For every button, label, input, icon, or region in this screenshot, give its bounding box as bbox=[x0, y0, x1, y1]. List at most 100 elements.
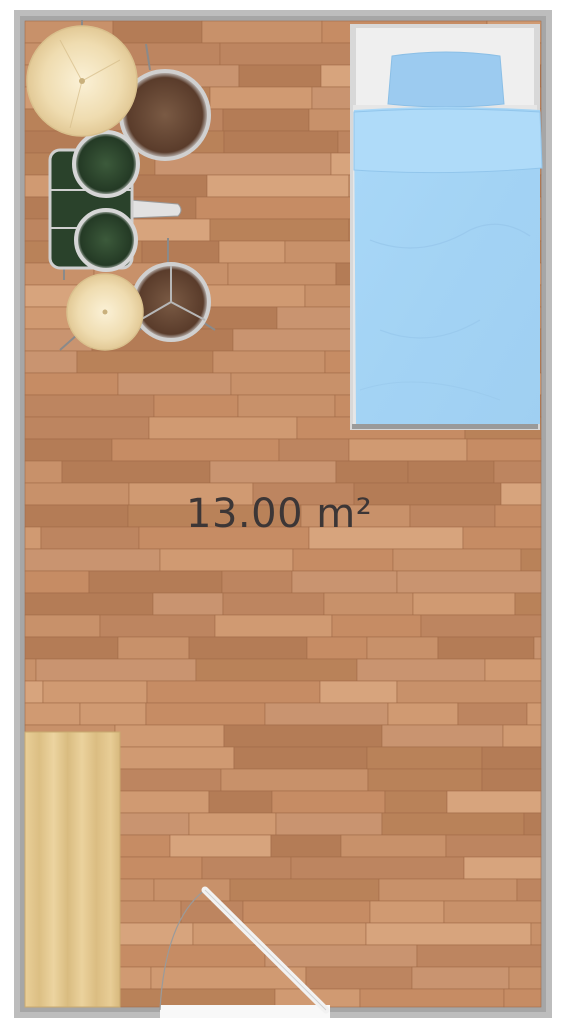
door-swing-arc bbox=[159, 889, 206, 1011]
floor-plank bbox=[218, 240, 286, 264]
floor-plank bbox=[24, 526, 42, 550]
floor-plank bbox=[484, 658, 542, 682]
floor-plank bbox=[420, 614, 542, 638]
floor-plank bbox=[407, 460, 495, 484]
floor-plank bbox=[112, 20, 203, 44]
floor-plank bbox=[443, 900, 542, 924]
floor-plank bbox=[369, 900, 445, 924]
floor-plank bbox=[481, 746, 542, 770]
bed-sheet bbox=[354, 107, 540, 426]
floor-plank bbox=[24, 416, 150, 440]
floor-plank bbox=[96, 988, 276, 1008]
door bbox=[159, 886, 330, 1018]
floor-plank bbox=[159, 548, 294, 572]
floor-plank bbox=[24, 570, 90, 594]
room-area-label: 13.00 m² bbox=[186, 491, 373, 537]
floor-plank bbox=[278, 438, 350, 462]
door-opening bbox=[160, 1005, 330, 1018]
floor-plank bbox=[24, 614, 101, 638]
floor-plank bbox=[275, 812, 383, 836]
floor-plank bbox=[367, 768, 483, 792]
floor-plank bbox=[463, 856, 542, 880]
sheet-fold bbox=[353, 108, 543, 174]
floor-plank bbox=[24, 548, 161, 572]
floor-plank bbox=[40, 526, 140, 550]
floor-plank bbox=[481, 768, 542, 792]
floor-plank bbox=[466, 438, 542, 462]
snare-drum bbox=[74, 208, 138, 272]
floor-plank bbox=[195, 658, 358, 682]
floor-plank bbox=[446, 790, 542, 814]
floor-plank bbox=[24, 350, 78, 374]
floor-plank bbox=[306, 636, 368, 660]
floor-plank bbox=[396, 680, 542, 704]
floor-plank bbox=[141, 240, 220, 264]
floor-plank bbox=[457, 702, 528, 726]
floor-plank bbox=[514, 592, 542, 616]
floor-plank bbox=[396, 570, 542, 594]
floor-plank bbox=[242, 900, 371, 924]
floor-plank bbox=[533, 636, 542, 660]
floor-plank bbox=[340, 834, 447, 858]
floor-plank bbox=[387, 702, 459, 726]
floor-plank bbox=[221, 570, 293, 594]
floor-plank bbox=[462, 526, 542, 550]
floor-plank bbox=[348, 438, 468, 462]
floor-plank bbox=[356, 658, 486, 682]
floor-plank bbox=[291, 570, 398, 594]
floor-plank bbox=[222, 108, 310, 132]
floor-plank bbox=[359, 988, 505, 1008]
floor-plank bbox=[219, 42, 361, 66]
floor-plank bbox=[319, 680, 398, 704]
floor-plank bbox=[416, 944, 542, 968]
floor-plank bbox=[208, 790, 273, 814]
floor-tom-legs bbox=[139, 266, 206, 321]
floor-plank bbox=[264, 944, 418, 968]
floor-plank bbox=[409, 504, 496, 528]
floor-plank bbox=[366, 636, 439, 660]
floor-plank bbox=[152, 592, 224, 616]
floor-plank bbox=[111, 438, 280, 462]
floor-plank bbox=[206, 174, 350, 198]
floor-plank bbox=[79, 702, 147, 726]
floor-plank bbox=[192, 922, 367, 946]
floor-plank bbox=[290, 856, 465, 880]
floor-plank bbox=[229, 878, 380, 902]
tom-drum-small bbox=[72, 130, 140, 198]
floor-plank bbox=[209, 460, 337, 484]
floor-plank bbox=[264, 702, 389, 726]
floor-plank bbox=[209, 218, 350, 242]
floor-plank bbox=[146, 680, 321, 704]
floor-plank bbox=[237, 394, 336, 418]
floor-plank bbox=[323, 592, 414, 616]
floor-plank bbox=[201, 856, 292, 880]
floor-plank bbox=[378, 878, 518, 902]
floor-plank bbox=[209, 86, 313, 110]
floor-plank bbox=[214, 614, 333, 638]
floor-plank bbox=[503, 988, 542, 1008]
floor-plank bbox=[238, 64, 322, 88]
floor-plank bbox=[145, 702, 266, 726]
floor-plank bbox=[99, 614, 216, 638]
floor-plank bbox=[223, 130, 339, 154]
floor-plank bbox=[42, 680, 148, 704]
floor-plank bbox=[530, 922, 542, 946]
floor-plank bbox=[365, 922, 532, 946]
floor-plank bbox=[526, 702, 542, 726]
desk bbox=[24, 731, 121, 1008]
floor-plank bbox=[24, 636, 119, 660]
floor-plank bbox=[539, 64, 542, 88]
floor-plank bbox=[494, 504, 542, 528]
bed bbox=[350, 24, 543, 430]
floor-plank bbox=[24, 394, 155, 418]
floor-plank bbox=[114, 724, 225, 748]
floor-plank bbox=[148, 416, 298, 440]
floor-plank bbox=[508, 966, 542, 990]
floor-plank bbox=[516, 878, 542, 902]
floor-plank bbox=[366, 746, 483, 770]
floor-plank bbox=[335, 460, 409, 484]
bass-pedal bbox=[129, 199, 182, 219]
floor-plank bbox=[24, 482, 130, 506]
floor-plank bbox=[502, 724, 542, 748]
